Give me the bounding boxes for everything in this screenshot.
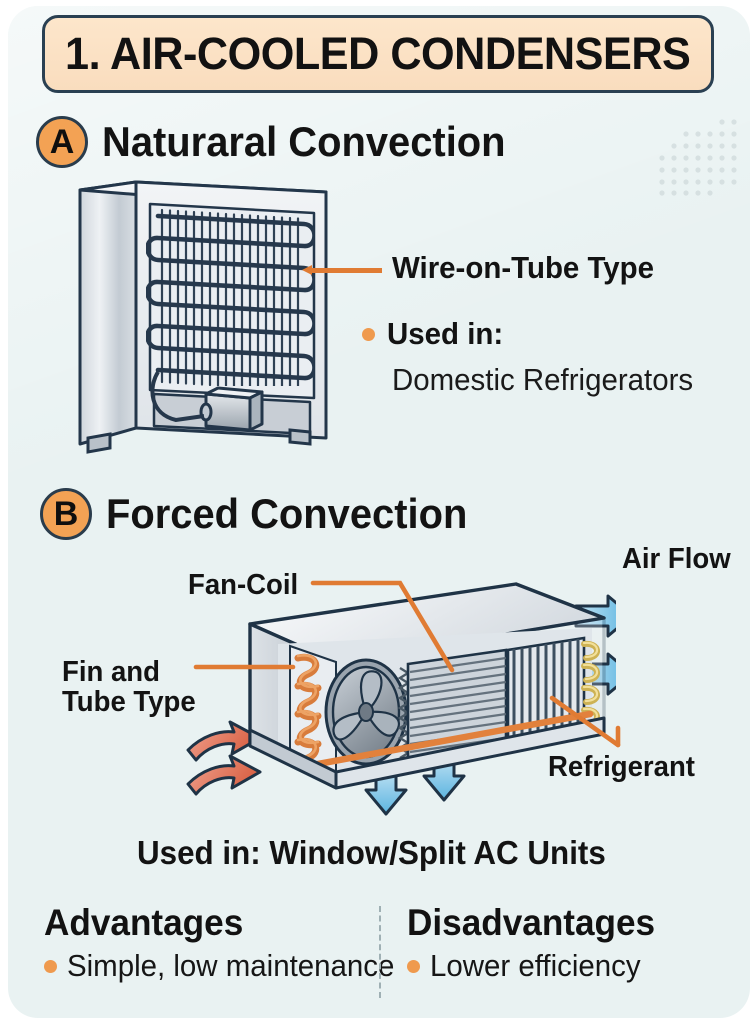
disadvantages-heading: Disadvantages <box>407 902 656 943</box>
advantages-column: Advantages Simple, low maintenance <box>22 902 394 1006</box>
disadvantages-item: Lower efficiency <box>407 948 736 984</box>
fin-and-tube-line-2: Tube Type <box>62 686 196 719</box>
bullet-dot <box>362 327 375 341</box>
callout-fin-and-tube: Fin and Tube Type <box>62 657 196 717</box>
bullet-dot <box>407 959 420 973</box>
section-b-badge: B <box>40 488 92 540</box>
section-b-title: Forced Convection <box>106 490 468 537</box>
disadvantages-item-text: Lower efficiency <box>430 948 641 983</box>
disadvantages-column: Disadvantages Lower efficiency <box>379 902 736 1006</box>
ac-unit-illustration <box>186 582 616 816</box>
fin-and-tube-line-1: Fin and <box>62 656 160 688</box>
section-b-used-in: Used in: Window/Split AC Units <box>137 834 606 871</box>
section-a-title: Naturaral Convection <box>102 118 506 165</box>
wire-on-tube-leader-line <box>302 265 382 275</box>
dot-grid-decoration <box>659 119 737 196</box>
section-a-heading: A Naturaral Convection <box>36 116 527 168</box>
pros-cons-section: Advantages Simple, low maintenance Disad… <box>22 902 736 1006</box>
advantages-item: Simple, low maintenance <box>44 948 394 984</box>
callout-air-flow: Air Flow <box>622 543 731 575</box>
section-b-heading: B Forced Convection <box>40 488 486 540</box>
callout-wire-on-tube: Wire-on-Tube Type <box>392 250 655 285</box>
refrigerator-illustration <box>78 180 328 454</box>
advantages-item-text: Simple, low maintenance <box>67 948 395 983</box>
section-a-used-in-row: Used in: <box>362 316 509 352</box>
advantages-heading: Advantages <box>44 902 244 943</box>
callout-refrigerant: Refrigerant <box>548 751 695 783</box>
title-banner: 1. AIR-COOLED CONDENSERS <box>42 15 714 93</box>
section-a-badge: A <box>36 116 88 168</box>
callout-used-in-value: Domestic Refrigerators <box>392 362 694 397</box>
callout-used-in-label: Used in: <box>387 316 504 351</box>
page-title: 1. AIR-COOLED CONDENSERS <box>65 28 691 79</box>
pros-cons-divider <box>379 906 381 998</box>
bullet-dot <box>44 959 57 973</box>
callout-fan-coil: Fan-Coil <box>188 569 299 601</box>
